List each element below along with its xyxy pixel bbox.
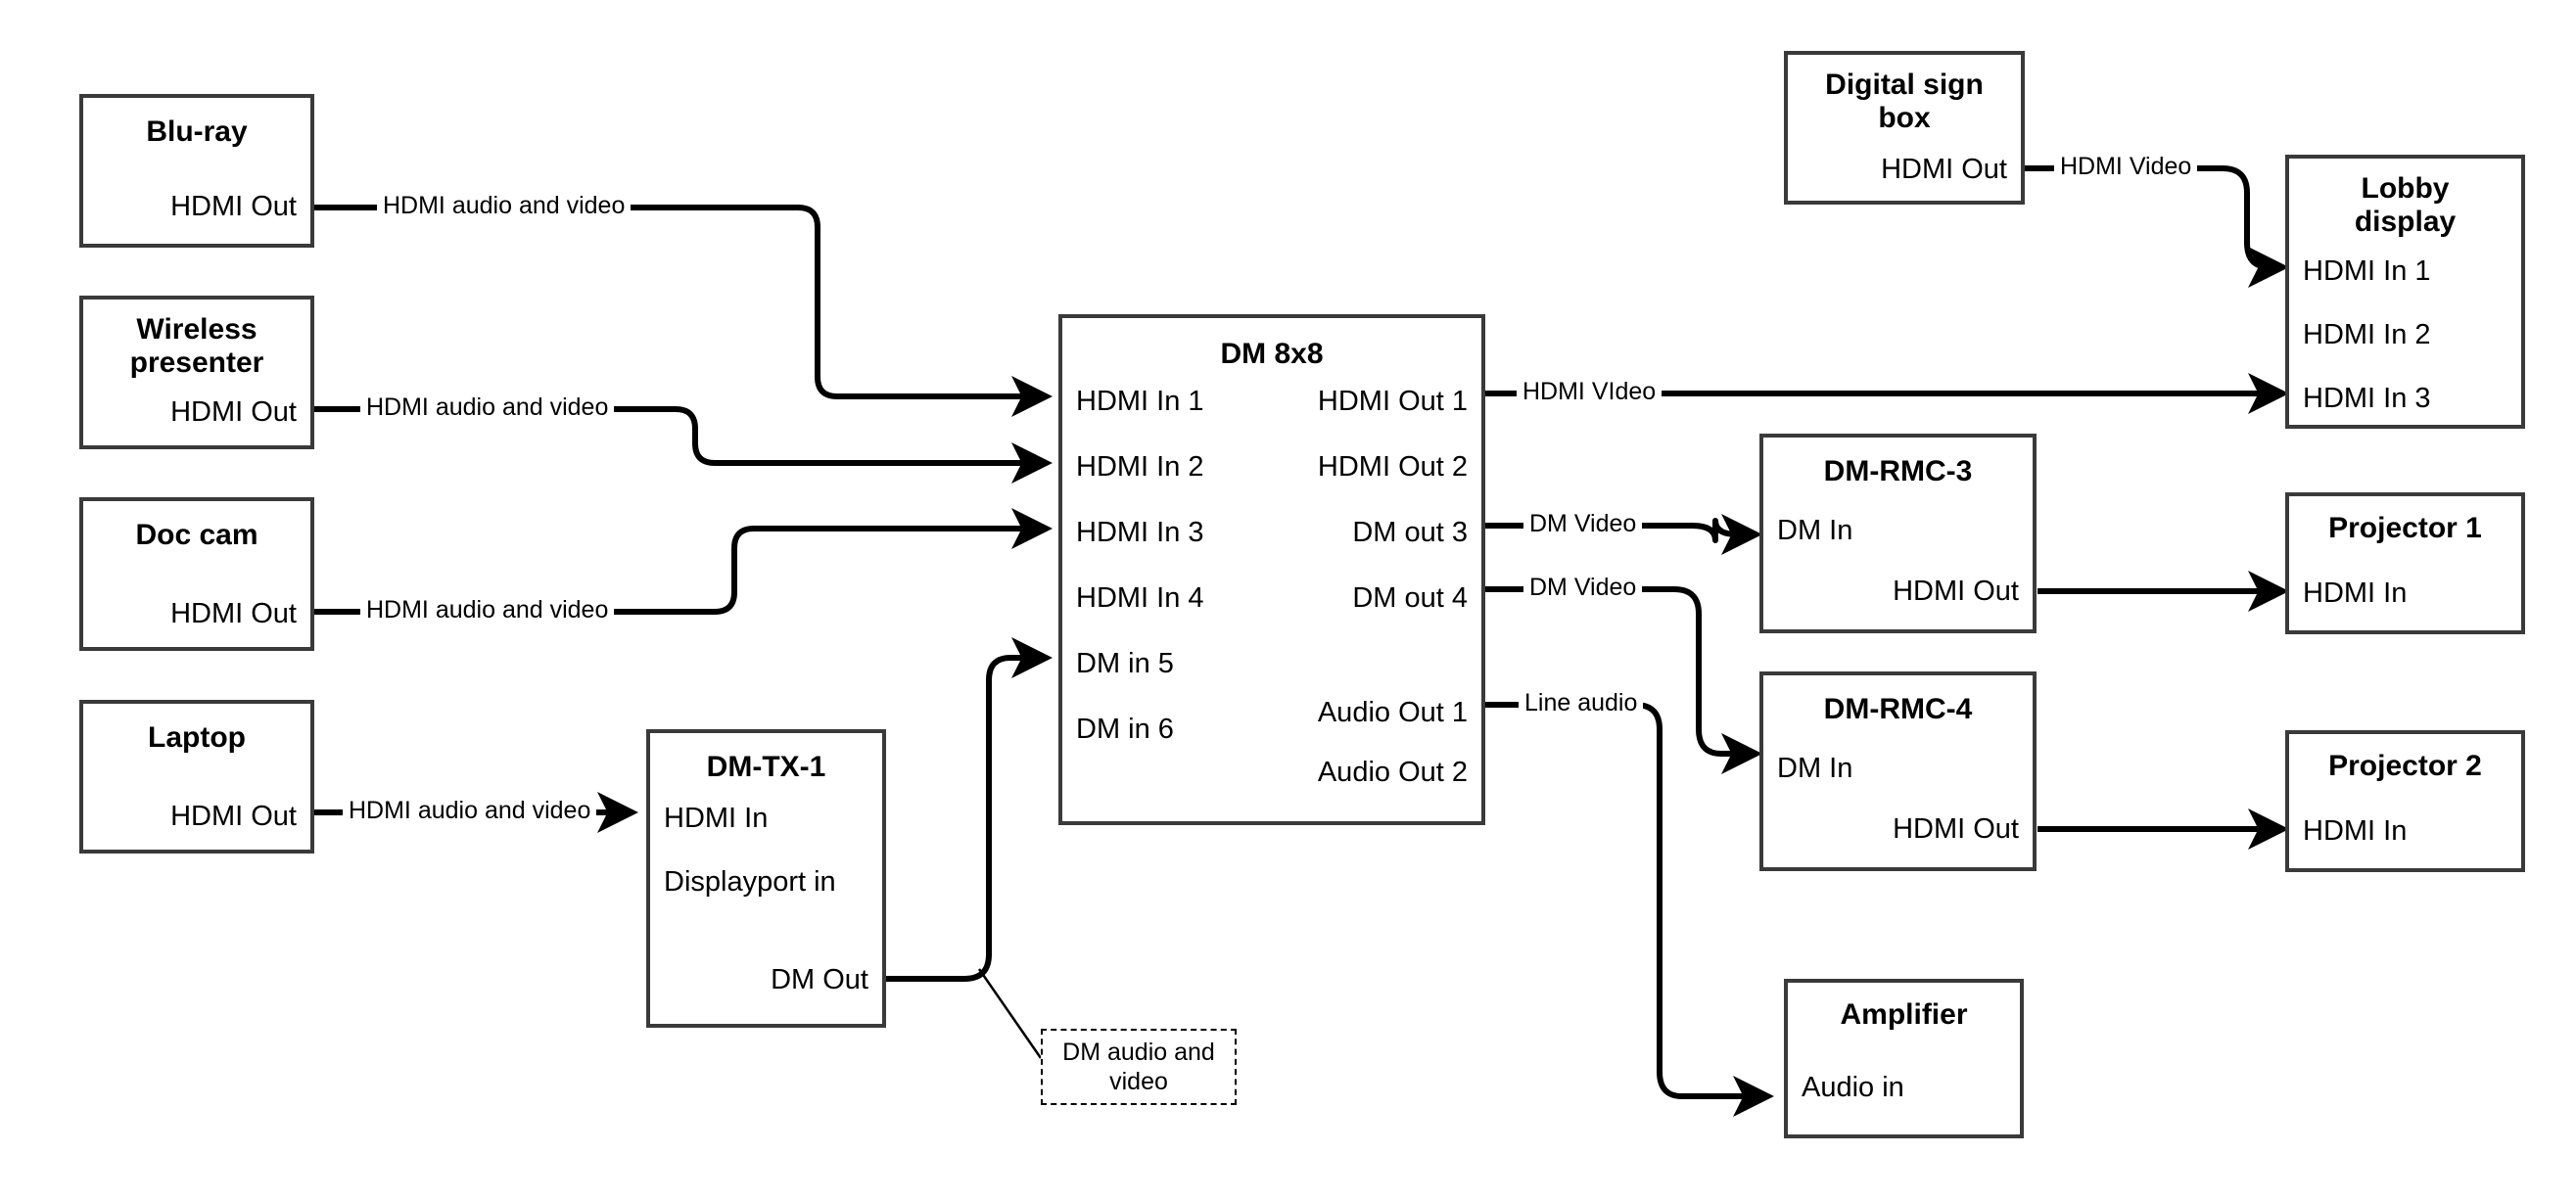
node-dm-8x8-input-hdmi-in-1: HDMI In 1: [1076, 386, 1204, 417]
node-amplifier[interactable]: Amplifier Audio in: [1784, 979, 2024, 1138]
node-lobby-display[interactable]: Lobby display HDMI In 1 HDMI In 2 HDMI I…: [2285, 155, 2525, 429]
wire-label-dm-out3-to-rmc3: DM Video: [1523, 510, 1643, 538]
node-dm-rmc-3-port-dm-in: DM In: [1777, 515, 1853, 546]
node-dm-tx-1-port-displayport-in: Displayport in: [664, 866, 836, 898]
wire-dm-out3-to-rmc3: [1484, 514, 1762, 555]
node-dm-8x8-output-dm-out-4: DM out 4: [1352, 582, 1468, 614]
node-dm-tx-1-title: DM-TX-1: [706, 751, 826, 783]
node-lobby-display-title: Lobby display: [2354, 172, 2457, 238]
node-dm-8x8-output-audio-out-2: Audio Out 2: [1317, 757, 1468, 788]
node-dm-rmc-4-title: DM-RMC-4: [1823, 693, 1973, 725]
node-dm-rmc-3-port-hdmi-out: HDMI Out: [1893, 576, 2019, 607]
wire-label-dm-audio1-to-amp: Line audio: [1519, 689, 1644, 717]
wire-dm-audio1-to-amplifier: [1484, 702, 1774, 1117]
node-dm-tx-1-port-hdmi-in: HDMI In: [664, 803, 769, 834]
node-laptop-title: Laptop: [148, 721, 246, 754]
node-projector-1-port-hdmi-in: HDMI In: [2303, 577, 2408, 609]
node-amplifier-port-audio-in: Audio in: [1802, 1072, 1904, 1103]
node-dm-8x8[interactable]: DM 8x8 HDMI In 1 HDMI In 2 HDMI In 3 HDM…: [1058, 314, 1485, 825]
node-projector-2-title: Projector 2: [2328, 750, 2482, 782]
node-doc-cam-title: Doc cam: [135, 519, 258, 551]
node-dm-8x8-input-dm-in-6: DM in 6: [1076, 714, 1174, 745]
node-bluray-port-hdmi-out: HDMI Out: [170, 191, 297, 222]
node-amplifier-title: Amplifier: [1840, 998, 1968, 1031]
node-dm-rmc-4-port-hdmi-out: HDMI Out: [1893, 813, 2019, 845]
node-dm-rmc-3[interactable]: DM-RMC-3 DM In HDMI Out: [1759, 434, 2037, 633]
node-doc-cam-port-hdmi-out: HDMI Out: [170, 598, 297, 629]
node-wireless-presenter-port-hdmi-out: HDMI Out: [170, 396, 297, 428]
wire-label-dm-out1-to-lobby: HDMI VIdeo: [1517, 378, 1663, 406]
node-projector-2-port-hdmi-in: HDMI In: [2303, 815, 2408, 847]
leader-line-dm-audio-video: [977, 968, 1043, 1059]
node-laptop[interactable]: Laptop HDMI Out: [79, 700, 314, 854]
node-digital-sign-box-port-hdmi-out: HDMI Out: [1881, 154, 2007, 185]
node-dm-tx-1-port-dm-out: DM Out: [771, 964, 868, 995]
node-bluray[interactable]: Blu-ray HDMI Out: [79, 94, 314, 248]
wire-bluray-to-dm-in1: [313, 205, 1053, 417]
node-lobby-display-input-hdmi-in-2: HDMI In 2: [2303, 319, 2431, 350]
node-lobby-display-input-hdmi-in-1: HDMI In 1: [2303, 255, 2431, 287]
wire-doccam-to-dm-in3: [313, 508, 1053, 615]
node-wireless-presenter[interactable]: Wireless presenter HDMI Out: [79, 296, 314, 449]
node-doc-cam[interactable]: Doc cam HDMI Out: [79, 497, 314, 651]
node-dm-8x8-output-dm-out-3: DM out 3: [1352, 517, 1468, 548]
node-laptop-port-hdmi-out: HDMI Out: [170, 801, 297, 832]
node-wireless-presenter-title: Wireless presenter: [129, 313, 264, 379]
node-dm-rmc-3-title: DM-RMC-3: [1823, 455, 1973, 487]
node-dm-8x8-output-audio-out-1: Audio Out 1: [1317, 697, 1468, 728]
node-dm-8x8-input-hdmi-in-3: HDMI In 3: [1076, 517, 1204, 548]
node-dm-8x8-input-hdmi-in-4: HDMI In 4: [1076, 582, 1204, 614]
wire-label-sign-to-lobby: HDMI Video: [2054, 153, 2198, 181]
wire-label-laptop-to-tx: HDMI audio and video: [343, 797, 597, 825]
node-dm-8x8-title: DM 8x8: [1220, 338, 1324, 370]
node-dm-8x8-input-dm-in-5: DM in 5: [1076, 648, 1174, 679]
node-dm-8x8-output-hdmi-out-1: HDMI Out 1: [1317, 386, 1468, 417]
node-projector-2[interactable]: Projector 2 HDMI In: [2285, 730, 2525, 872]
wire-wireless-to-dm-in2: [313, 406, 1053, 484]
node-digital-sign-box-title: Digital sign box: [1825, 69, 1984, 134]
wire-tx-out-to-dm-in5: [886, 637, 1053, 982]
node-dm-tx-1[interactable]: DM-TX-1 HDMI In Displayport in DM Out: [646, 729, 886, 1028]
node-projector-1[interactable]: Projector 1 HDMI In: [2285, 492, 2525, 634]
node-digital-sign-box[interactable]: Digital sign box HDMI Out: [1784, 51, 2025, 205]
wire-label-doccam-to-dm: HDMI audio and video: [360, 596, 615, 624]
node-projector-1-title: Projector 1: [2328, 512, 2482, 544]
wire-sign-to-lobby-in1: [2025, 165, 2289, 288]
wire-label-bluray-to-dm: HDMI audio and video: [377, 192, 632, 220]
node-dm-rmc-4-port-dm-in: DM In: [1777, 753, 1853, 784]
wire-dm-out4-to-rmc4: [1484, 586, 1762, 774]
node-dm-rmc-4[interactable]: DM-RMC-4 DM In HDMI Out: [1759, 671, 2037, 871]
wire-label-dm-out4-to-rmc4: DM Video: [1523, 574, 1643, 602]
node-bluray-title: Blu-ray: [146, 115, 248, 148]
node-dm-8x8-output-hdmi-out-2: HDMI Out 2: [1317, 451, 1468, 483]
annotation-dm-audio-and-video: DM audio and video: [1041, 1029, 1237, 1105]
node-dm-8x8-input-hdmi-in-2: HDMI In 2: [1076, 451, 1204, 483]
node-lobby-display-input-hdmi-in-3: HDMI In 3: [2303, 383, 2431, 414]
wire-label-wireless-to-dm: HDMI audio and video: [360, 393, 615, 422]
